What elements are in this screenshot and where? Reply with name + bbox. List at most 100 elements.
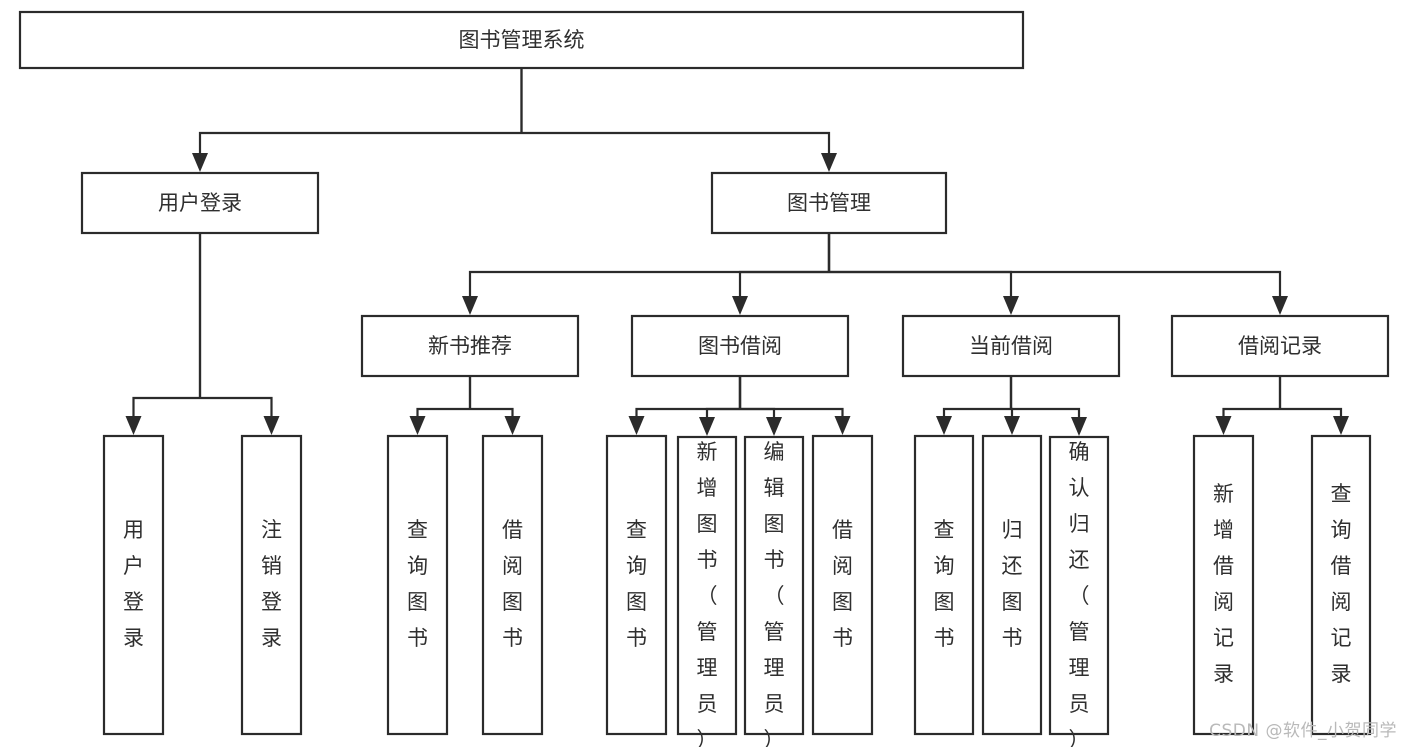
node-label: 借阅图书 (832, 518, 853, 650)
node-box[interactable] (710, 171, 948, 235)
connector-branch (738, 270, 829, 300)
node-box[interactable] (102, 434, 165, 736)
node-leaf12[interactable]: 新增借阅记录 (1192, 434, 1255, 736)
node-label: 新书推荐 (428, 334, 512, 358)
node-leaf7[interactable]: 编辑图书（管理员） (743, 435, 805, 747)
connector-branch (468, 270, 829, 300)
connector-branch (200, 396, 273, 420)
node-label: 借阅记录 (1238, 334, 1322, 358)
arrow-head-icon (125, 416, 142, 435)
arrow-head-icon (192, 153, 208, 172)
connector-root-to-l1b (520, 68, 837, 172)
node-box[interactable] (743, 435, 805, 736)
connector-l1a-to-leaf1 (125, 233, 202, 435)
arrow-head-icon (1272, 296, 1288, 315)
node-box[interactable] (240, 434, 303, 736)
node-l1b[interactable]: 图书管理 (710, 171, 948, 235)
connector-root-to-l1a (192, 68, 523, 172)
node-l2c[interactable]: 当前借阅 (901, 314, 1121, 378)
arrow-head-icon (821, 153, 837, 172)
node-leaf2[interactable]: 注销登录 (240, 434, 303, 736)
connector-l1b-to-l2a (462, 233, 831, 315)
connector-layer (125, 68, 1349, 436)
node-label: 确认归还（管理员） (1069, 440, 1090, 747)
node-box[interactable] (481, 434, 544, 736)
node-label: 查询图书 (626, 518, 647, 650)
connector-l2b-to-leaf8 (738, 376, 851, 435)
node-label: 图书管理 (787, 191, 871, 215)
node-l2b[interactable]: 图书借阅 (630, 314, 850, 378)
node-leaf10[interactable]: 归还图书 (981, 434, 1043, 736)
connector-l1a-to-leaf2 (198, 233, 280, 435)
connector-l2a-to-leaf4 (468, 376, 521, 435)
connector-l2c-to-leaf11 (1009, 376, 1087, 436)
node-label: 查询借阅记录 (1331, 482, 1352, 686)
node-leaf1[interactable]: 用户登录 (102, 434, 165, 736)
node-label: 当前借阅 (969, 334, 1053, 358)
connector-l2d-to-leaf13 (1278, 376, 1349, 435)
watermark-text: CSDN @软件_小贺同学 (1209, 721, 1397, 741)
node-leaf4[interactable]: 借阅图书 (481, 434, 544, 736)
arrow-head-icon (462, 296, 478, 315)
node-box[interactable] (901, 314, 1121, 378)
connector-branch (416, 407, 470, 420)
node-box[interactable] (913, 434, 975, 736)
node-box[interactable] (360, 314, 580, 378)
node-box[interactable] (605, 434, 668, 736)
node-root[interactable]: 图书管理系统 (18, 10, 1025, 70)
arrow-head-icon (409, 416, 426, 435)
node-label: 注销登录 (261, 518, 282, 650)
connector-branch (1011, 407, 1081, 421)
arrow-head-icon (1003, 296, 1019, 315)
connector-branch (829, 270, 1013, 300)
node-box[interactable] (1170, 314, 1390, 378)
node-box[interactable] (981, 434, 1043, 736)
node-leaf11[interactable]: 确认归还（管理员） (1048, 435, 1110, 747)
arrow-head-icon (732, 296, 748, 315)
node-leaf5[interactable]: 查询图书 (605, 434, 668, 736)
arrow-head-icon (834, 416, 851, 435)
arrow-head-icon (504, 416, 521, 435)
connector-l2a-to-leaf3 (409, 376, 472, 435)
connector-branch (1280, 407, 1343, 420)
node-l1a[interactable]: 用户登录 (80, 171, 320, 235)
node-box[interactable] (80, 171, 320, 235)
connector-branch (740, 407, 844, 420)
arrow-head-icon (1071, 417, 1087, 436)
node-leaf9[interactable]: 查询图书 (913, 434, 975, 736)
connector-l2c-to-leaf9 (936, 376, 1013, 435)
node-label: 查询图书 (934, 518, 955, 650)
connector-l2b-to-leaf5 (628, 376, 742, 435)
node-box[interactable] (1048, 435, 1110, 736)
connector-branch (132, 396, 200, 420)
arrow-head-icon (1215, 416, 1232, 435)
connector-branch (635, 407, 740, 420)
connector-branch (942, 407, 1011, 420)
node-label: 新增借阅记录 (1213, 482, 1234, 686)
node-box[interactable] (1192, 434, 1255, 736)
node-layer: 图书管理系统用户登录图书管理新书推荐图书借阅当前借阅借阅记录用户登录注销登录查询… (18, 10, 1390, 747)
connector-branch (521, 131, 831, 157)
node-leaf8[interactable]: 借阅图书 (811, 434, 874, 736)
node-l2a[interactable]: 新书推荐 (360, 314, 580, 378)
node-box[interactable] (18, 10, 1025, 70)
node-box[interactable] (386, 434, 449, 736)
connector-l1b-to-l2c (827, 233, 1019, 315)
arrow-head-icon (1004, 416, 1020, 435)
node-leaf3[interactable]: 查询图书 (386, 434, 449, 736)
node-box[interactable] (811, 434, 874, 736)
connector-branch (198, 131, 522, 157)
connector-branch (829, 270, 1282, 300)
arrow-head-icon (936, 416, 952, 435)
node-leaf6[interactable]: 新增图书（管理员） (676, 435, 738, 747)
node-label: 编辑图书（管理员） (764, 440, 785, 747)
node-label: 用户登录 (158, 191, 242, 215)
node-box[interactable] (676, 435, 738, 736)
connector-l1b-to-l2b (732, 233, 831, 315)
node-box[interactable] (630, 314, 850, 378)
node-l2d[interactable]: 借阅记录 (1170, 314, 1390, 378)
node-leaf13[interactable]: 查询借阅记录 (1310, 434, 1372, 736)
node-box[interactable] (1310, 434, 1372, 736)
